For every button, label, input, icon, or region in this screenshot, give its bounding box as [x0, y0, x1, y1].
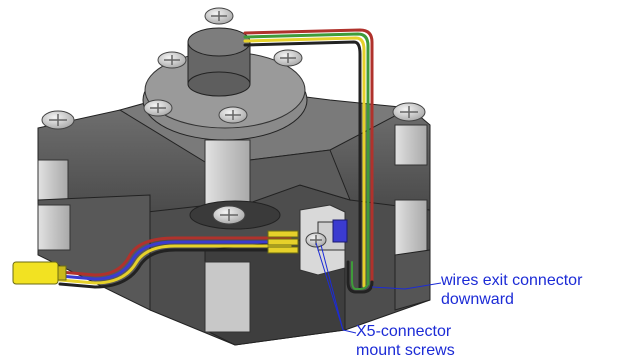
screw: [157, 51, 187, 69]
base-block: [149, 184, 431, 346]
callout-wires-exit-line2: downward: [441, 291, 514, 308]
callout-mount-screws: X5-connector mount screws: [356, 322, 455, 360]
screw: [218, 106, 248, 124]
callout-wires-exit-line1: wires exit connector: [441, 272, 583, 289]
screw: [41, 110, 75, 130]
screw: [212, 205, 246, 225]
screw: [392, 102, 426, 122]
screw: [204, 7, 234, 25]
callout-mount-screws-line2: mount screws: [356, 342, 455, 359]
leader-mount-screws-2: [320, 244, 344, 331]
screws: [41, 7, 426, 248]
wire-bundle-right: [243, 28, 374, 294]
callout-mount-screws-line1: X5-connector: [356, 323, 452, 340]
leader-wires-exit: [371, 282, 442, 290]
callout-wires-exit: wires exit connector downward: [441, 271, 582, 309]
screw: [305, 232, 327, 248]
callout-leaders: [315, 242, 442, 334]
wire-bundle-front: [58, 236, 292, 289]
screw: [143, 99, 173, 117]
top-disc: [142, 27, 308, 141]
yellow-connector: [12, 261, 67, 285]
screw: [273, 49, 303, 67]
